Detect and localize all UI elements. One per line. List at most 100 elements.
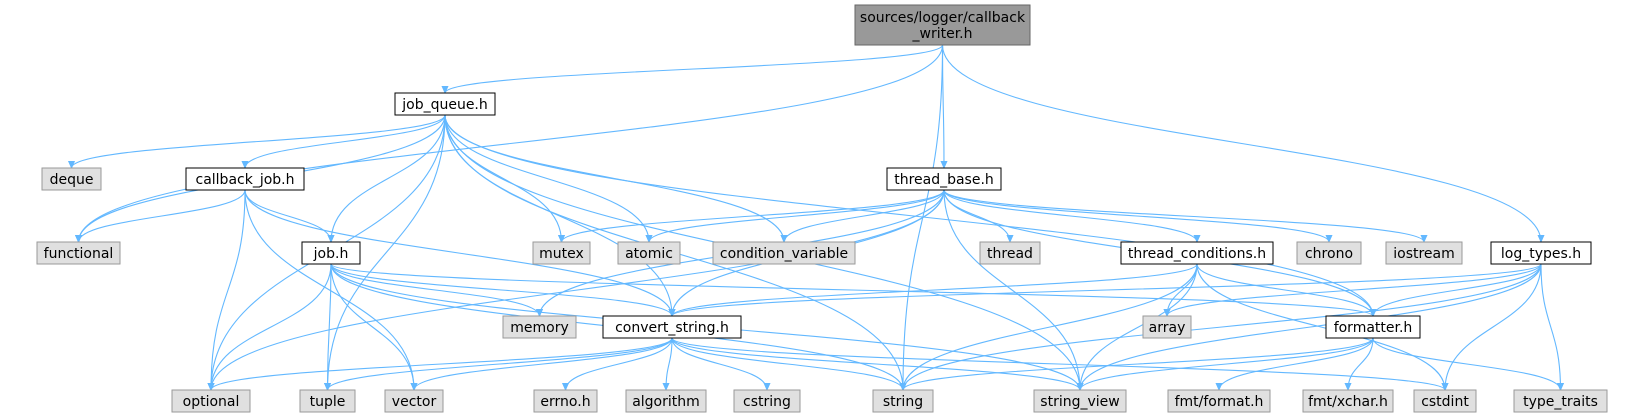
edge-convert_string-to-string_view <box>671 337 1080 390</box>
node-label: mutex <box>539 246 584 262</box>
node-optional[interactable]: optional <box>171 389 251 413</box>
edge-thread_base-to-atomic <box>649 189 945 242</box>
edge-job_queue-to-formatter <box>444 114 1373 316</box>
node-box <box>532 241 591 265</box>
edges-layer <box>72 44 1561 390</box>
node-label: sources/logger/callback <box>860 10 1026 26</box>
edge-job_queue-to-tuple <box>328 114 446 390</box>
node-mutex[interactable]: mutex <box>532 241 591 265</box>
edge-log_types-to-type_traits <box>1540 263 1561 390</box>
node-chrono[interactable]: chrono <box>1296 241 1362 265</box>
node-label: errno.h <box>540 394 590 410</box>
edge-job_queue-to-job <box>331 114 446 242</box>
edge-thread_base-to-chrono <box>943 189 1329 242</box>
node-memory[interactable]: memory <box>502 315 577 339</box>
node-box <box>1385 241 1463 265</box>
node-job[interactable]: job.h <box>301 241 361 265</box>
node-string-view[interactable]: string_view <box>1033 389 1127 413</box>
node-label: array <box>1149 320 1186 336</box>
node-box <box>533 389 598 413</box>
edge-convert_string-to-algorithm <box>666 337 673 390</box>
edge-formatter-to-fmt_format <box>1219 337 1374 390</box>
node-label: fmt/format.h <box>1175 394 1264 410</box>
node-label: thread <box>987 246 1033 262</box>
node-fmt-xchar[interactable]: fmt/xchar.h <box>1302 389 1394 413</box>
node-callback-job[interactable]: callback_job.h <box>185 167 305 191</box>
node-box <box>602 315 742 339</box>
node-type-traits[interactable]: type_traits <box>1513 389 1608 413</box>
edge-callback_job-to-functional <box>79 189 246 242</box>
node-atomic[interactable]: atomic <box>617 241 681 265</box>
node-log-types[interactable]: log_types.h <box>1490 241 1592 265</box>
node-vector[interactable]: vector <box>384 389 444 413</box>
node-algorithm[interactable]: algorithm <box>625 389 707 413</box>
node-label: job_queue.h <box>401 97 488 113</box>
node-deque[interactable]: deque <box>41 167 102 191</box>
edge-thread_conditions-to-formatter <box>1196 263 1373 316</box>
node-box <box>1490 241 1592 265</box>
node-box <box>1120 241 1274 265</box>
edge-thread_conditions-to-convert_string <box>672 263 1198 316</box>
edge-thread_conditions-to-array <box>1167 263 1198 316</box>
node-condition-variable[interactable]: condition_variable <box>712 241 856 265</box>
edge-job-to-convert_string <box>330 263 672 316</box>
edge-convert_string-to-optional <box>211 337 673 390</box>
edge-job-to-memory <box>330 263 540 316</box>
node-functional[interactable]: functional <box>36 241 121 265</box>
node-errno[interactable]: errno.h <box>533 389 598 413</box>
node-box <box>625 389 707 413</box>
node-thread-conditions[interactable]: thread_conditions.h <box>1120 241 1274 265</box>
node-box <box>1296 241 1362 265</box>
node-formatter[interactable]: formatter.h <box>1325 315 1421 339</box>
node-label: _writer.h <box>912 26 973 42</box>
edge-thread_conditions-to-string_view <box>1080 263 1198 390</box>
edge-convert_string-to-errno <box>566 337 673 390</box>
node-convert-string[interactable]: convert_string.h <box>602 315 742 339</box>
node-thread[interactable]: thread <box>979 241 1041 265</box>
node-array[interactable]: array <box>1142 315 1192 339</box>
edge-convert_string-to-cstdint <box>671 337 1445 390</box>
node-label: chrono <box>1305 246 1353 262</box>
edge-formatter-to-string_view <box>1080 337 1374 390</box>
edge-convert_string-to-string <box>671 337 903 390</box>
node-thread-base[interactable]: thread_base.h <box>886 167 1002 191</box>
edge-formatter-to-fmt_xchar <box>1348 337 1374 390</box>
edge-job_queue-to-deque <box>72 114 446 168</box>
node-box <box>171 389 251 413</box>
node-tuple[interactable]: tuple <box>299 389 356 413</box>
node-box <box>502 315 577 339</box>
node-label: algorithm <box>632 394 700 410</box>
node-cstdint[interactable]: cstdint <box>1413 389 1477 413</box>
node-box <box>36 241 121 265</box>
edge-job_queue-to-mutex <box>444 114 562 242</box>
edge-callback_writer-to-job_queue <box>445 44 944 93</box>
node-string[interactable]: string <box>872 389 934 413</box>
edge-job_queue-to-convert_string <box>444 114 672 316</box>
node-iostream[interactable]: iostream <box>1385 241 1463 265</box>
edge-formatter-to-type_traits <box>1372 337 1561 390</box>
node-box <box>299 389 356 413</box>
edge-log_types-to-array <box>1167 263 1542 316</box>
node-callback-writer[interactable]: sources/logger/callback_writer.h <box>854 4 1031 46</box>
node-box <box>1513 389 1608 413</box>
node-label: functional <box>44 246 114 262</box>
node-box <box>712 241 856 265</box>
node-label: callback_job.h <box>196 172 295 188</box>
node-job-queue[interactable]: job_queue.h <box>394 92 496 116</box>
node-label: cstdint <box>1421 394 1469 410</box>
node-label: deque <box>50 172 94 188</box>
node-box <box>886 167 1002 191</box>
nodes-layer: sources/logger/callback_writer.h job_queu… <box>36 4 1608 413</box>
edge-callback_job-to-job <box>244 189 331 242</box>
node-fmt-format[interactable]: fmt/format.h <box>1167 389 1271 413</box>
node-label: thread_base.h <box>894 172 994 188</box>
node-cstring[interactable]: cstring <box>733 389 801 413</box>
edge-thread_base-to-thread_conditions <box>943 189 1197 242</box>
node-label: optional <box>183 394 240 410</box>
node-box <box>1033 389 1127 413</box>
node-label: iostream <box>1393 246 1455 262</box>
edge-log_types-to-string <box>903 263 1542 390</box>
edge-job-to-vector <box>330 263 414 390</box>
edge-thread_base-to-iostream <box>943 189 1424 242</box>
